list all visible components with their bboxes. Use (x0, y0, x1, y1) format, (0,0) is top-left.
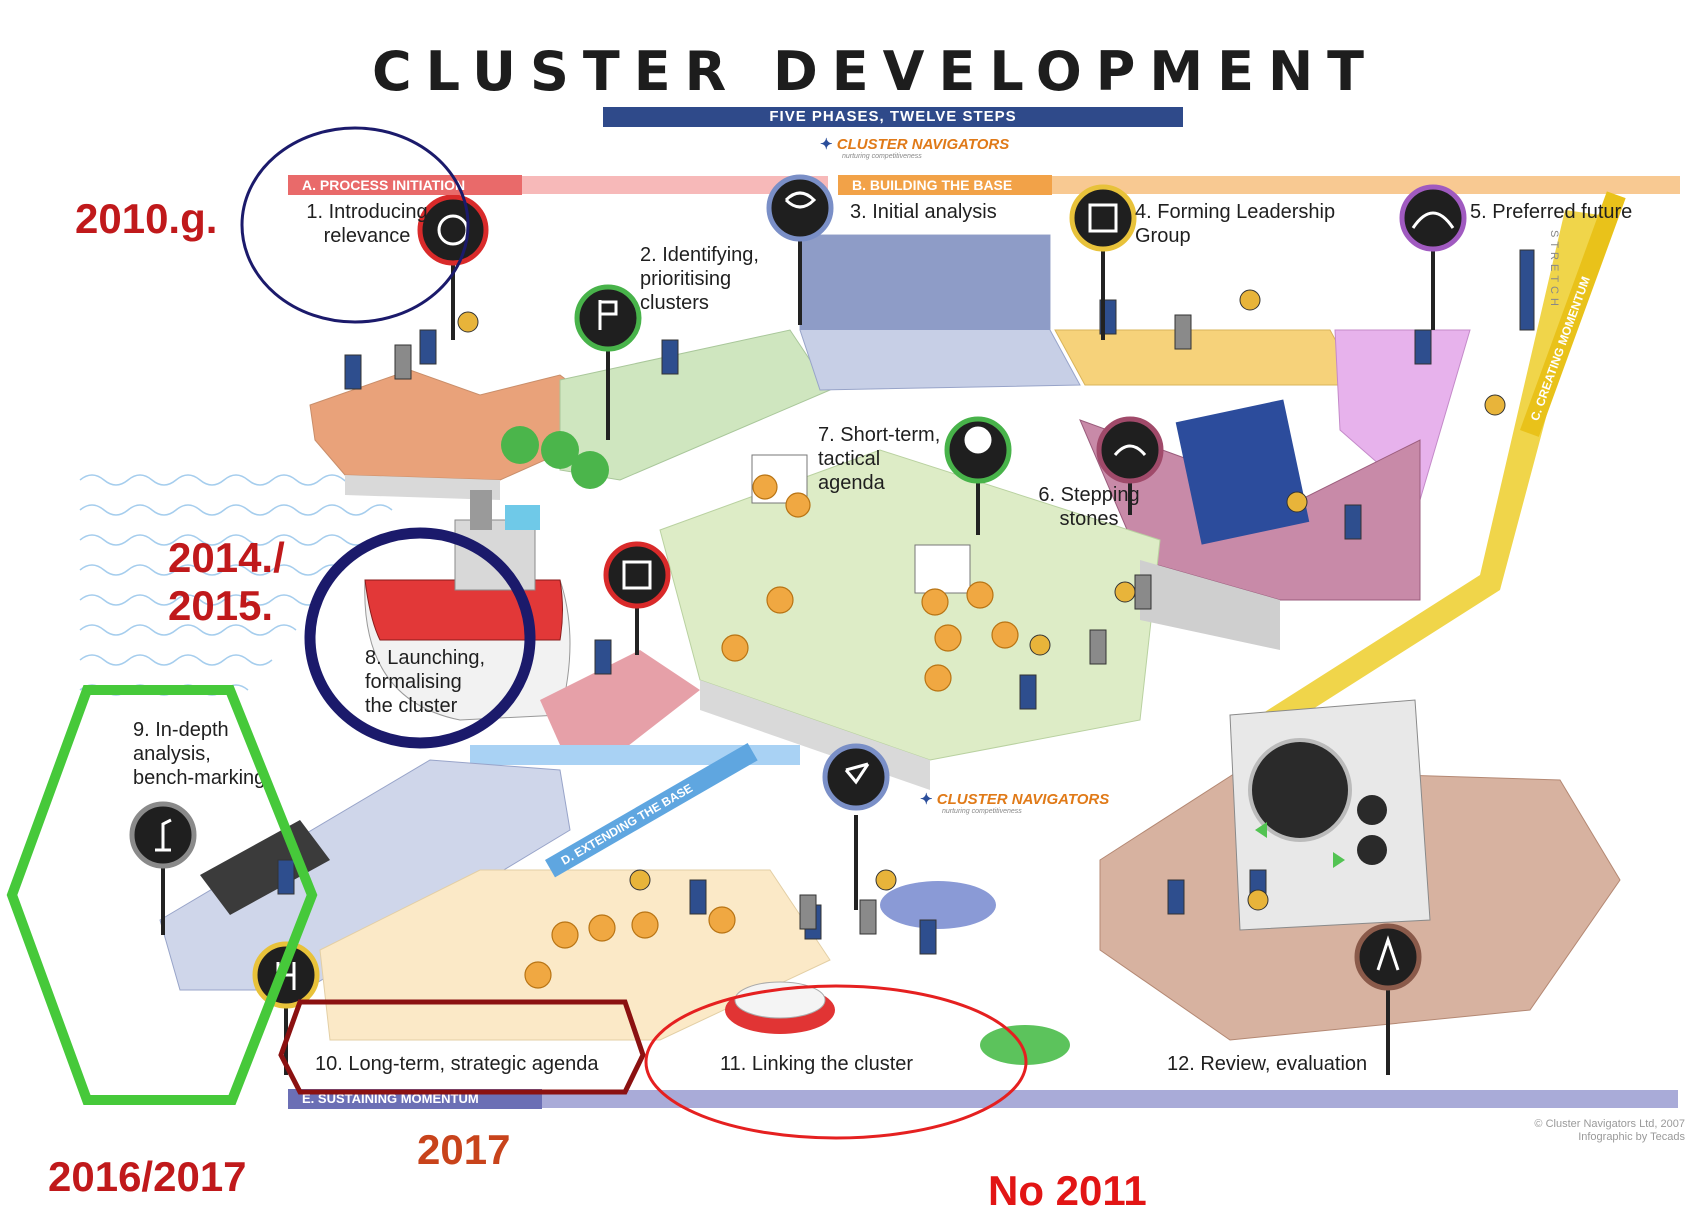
annotation-2017: 2017 (417, 1126, 511, 1173)
stretch-label: STRETCH (1548, 230, 1560, 310)
phase-a-label: A. PROCESS INITIATION (288, 175, 522, 195)
phase-b-label: B. BUILDING THE BASE (838, 175, 1052, 195)
step-2-label: 2. Identifying, prioritising clusters (640, 244, 759, 314)
trees (501, 426, 609, 489)
step-7-label: 7. Short-term, tactical agenda (818, 424, 941, 494)
step-icons (129, 174, 1467, 1009)
annotation-2014-2015: 2014./ 2015. (168, 534, 285, 629)
annotation-2016-2017: 2016/2017 (48, 1153, 247, 1200)
darkred-hexagon-step-10 (278, 999, 646, 1095)
brand-name: CLUSTER NAVIGATORS (836, 136, 1010, 153)
navy-circle-step-1 (240, 126, 470, 324)
phase-e-bar (288, 1090, 1678, 1108)
basketballs (524, 474, 1019, 989)
navy-circle-step-8 (304, 527, 536, 749)
compass-logo-icon: ✦ (820, 136, 833, 153)
brand-tagline: nurturing competitiveness (942, 808, 1022, 815)
step-8-label: 8. Launching, formalising the cluster (365, 647, 486, 717)
step-1-label: 1. Introducing relevance (306, 201, 428, 247)
annotation-no-2011: No 2011 (988, 1167, 1147, 1214)
brand-logo-top: ✦ CLUSTER NAVIGATORS nurturing competiti… (820, 135, 1009, 160)
step-3-label: 3. Initial analysis (850, 201, 997, 223)
step-10-label: 10. Long-term, strategic agenda (315, 1053, 599, 1075)
step-11-label: 11. Linking the cluster (720, 1053, 914, 1075)
green-hexagon-step-9 (6, 685, 318, 1105)
annotation-2010: 2010.g. (75, 195, 218, 242)
page-subtitle: FIVE PHASES, TWELVE STEPS (603, 107, 1183, 127)
people (277, 249, 1535, 955)
copyright-note: © Cluster Navigators Ltd, 2007 Infograph… (1534, 1118, 1685, 1143)
compass-logo-icon: ✦ (920, 791, 933, 808)
brand-logo-middle: ✦ CLUSTER NAVIGATORS nurturing competiti… (920, 790, 1109, 815)
brand-name: CLUSTER NAVIGATORS (936, 791, 1110, 808)
step-4-label: 4. Forming Leadership Group (1135, 201, 1336, 247)
red-ellipse-step-11 (644, 984, 1028, 1140)
step-6-label: 6. Stepping stones (1038, 484, 1140, 530)
step-12-label: 12. Review, evaluation (1167, 1053, 1368, 1075)
brand-tagline: nurturing competitiveness (842, 153, 922, 160)
step-9-label: 9. In-depth analysis, bench-marking (133, 719, 266, 789)
page-title: CLUSTER DEVELOPMENT (372, 40, 1378, 103)
step-5-label: 5. Preferred future (1470, 201, 1633, 223)
